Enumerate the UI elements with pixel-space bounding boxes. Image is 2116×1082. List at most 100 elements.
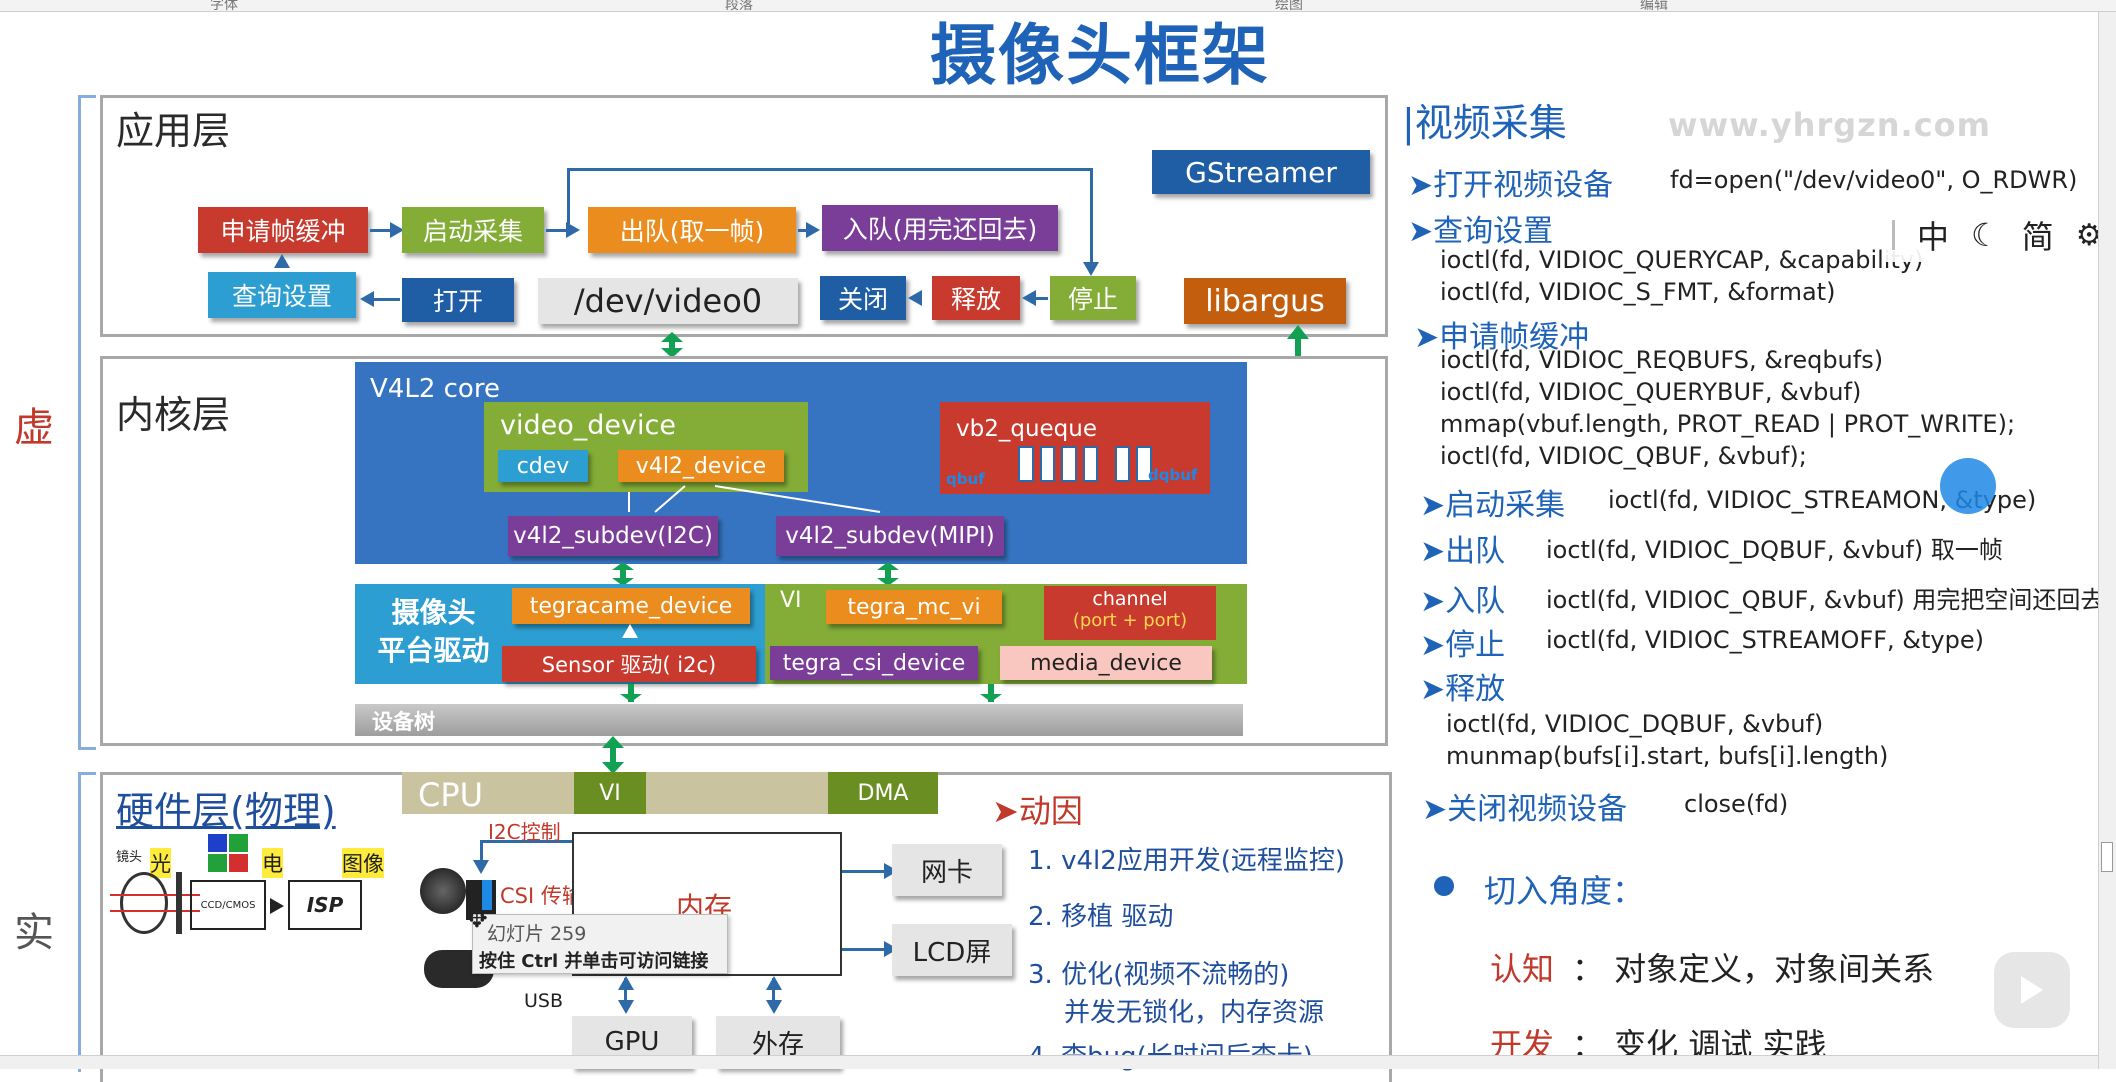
ccd-cmos-block: CCD/CMOS	[190, 880, 266, 930]
ribbon-group-font[interactable]: 字体	[210, 0, 238, 13]
tegracam-device-block: tegracame_device	[512, 588, 750, 624]
arrowhead	[602, 736, 624, 748]
libargus-block: libargus	[1184, 278, 1346, 324]
virtual-bracket	[78, 95, 96, 750]
step-req-code-2: ioctl(fd, VIDIOC_QUERYBUF, &vbuf)	[1440, 378, 1862, 406]
bayer-cell	[208, 854, 227, 872]
ribbon-group-paragraph[interactable]: 段落	[725, 0, 753, 13]
arrow-to-stop	[1083, 262, 1099, 276]
csi-bar	[482, 880, 492, 910]
bayer-cell	[229, 834, 248, 852]
req-buffer-block: 申请帧缓冲	[198, 207, 368, 253]
arrow-release-close	[908, 290, 922, 306]
reason-1: 1. v4l2应用开发(远程监控)	[1028, 846, 1346, 876]
subdev-i2c-block: v4l2_subdev(I2C)	[508, 516, 718, 556]
tooltip-hint: 按住 Ctrl 并单击可访问链接	[479, 951, 709, 972]
play-icon[interactable]	[1994, 952, 2070, 1028]
cognition-value: ： 对象定义，对象间关系	[1572, 950, 1935, 988]
watermark: www.yhrgzn.com	[1668, 106, 1991, 144]
light-ray	[110, 910, 200, 912]
link-i2c-v4l2dev	[654, 485, 686, 513]
scrollbar-thumb[interactable]	[2101, 842, 2113, 872]
start-capture-block: 启动采集	[402, 207, 544, 253]
tegra-csi-device-block: tegra_csi_device	[770, 646, 978, 680]
hw-vi-block: VI	[574, 772, 646, 814]
channel-block: channel (port + port)	[1044, 586, 1216, 640]
buffer-slot	[1136, 446, 1152, 482]
link-mipi-v4l2dev	[714, 485, 881, 513]
virtual-label: 虚	[14, 405, 54, 451]
hw-dma-block: DMA	[828, 772, 938, 814]
sensor-plate	[176, 872, 182, 934]
arrow-stop-release	[1022, 290, 1036, 306]
toolbar-chinese-button[interactable]: 中	[1917, 218, 1950, 256]
link-line	[842, 870, 888, 873]
lens-icon	[120, 872, 168, 934]
buffer-gap	[1104, 446, 1109, 482]
light-label: 光	[150, 848, 171, 878]
kernel-layer-label: 内核层	[116, 393, 231, 437]
buffer-slots	[1018, 446, 1152, 482]
media-device-block: media_device	[1000, 646, 1212, 680]
enqueue-block: 入队(用完还回去)	[822, 205, 1058, 251]
real-label: 实	[14, 910, 54, 956]
video-device-label: video_device	[500, 410, 676, 441]
buffer-slot	[1039, 446, 1056, 482]
step-close: ➤关闭视频设备	[1422, 792, 1628, 827]
step-close-code: close(fd)	[1684, 790, 1789, 818]
query-settings-block: 查询设置	[208, 272, 356, 318]
toolbar-simplified-button[interactable]: 简	[2021, 218, 2054, 256]
qbuf-label: qbuf	[946, 470, 985, 488]
connector	[546, 229, 570, 232]
loop-line-right	[1090, 168, 1093, 268]
link	[620, 566, 626, 586]
buffer-slot	[1114, 446, 1131, 482]
link	[988, 684, 994, 702]
arrowhead	[766, 1000, 782, 1014]
step-release-code-2: munmap(bufs[i].start, bufs[i].length)	[1446, 742, 1889, 770]
kernel-hw-link	[610, 740, 616, 770]
port-label: (port + port)	[1072, 610, 1188, 631]
gstreamer-block: GStreamer	[1152, 150, 1370, 194]
bayer-cell	[208, 834, 227, 852]
buffer-slot	[1061, 446, 1077, 482]
buffer-slot	[1018, 446, 1034, 482]
toolbar-grip[interactable]	[1892, 220, 1895, 250]
ribbon-group-edit[interactable]: 编辑	[1640, 0, 1668, 13]
arrowhead	[618, 1000, 634, 1014]
i2c-control-label: I2C控制	[488, 820, 561, 844]
step-open-code: fd=open("/dev/video0", O_RDWR)	[1670, 166, 2078, 194]
arrowhead	[661, 348, 683, 358]
slide-title: 摄像头框架	[930, 17, 1270, 94]
reason-3b: 并发无锁化，内存资源	[1064, 998, 1325, 1028]
arrow-req-start	[390, 222, 404, 238]
step-enqueue-code: ioctl(fd, VIDIOC_QBUF, &vbuf) 用完把空间还回去	[1546, 586, 2105, 614]
step-dequeue-code: ioctl(fd, VIDIOC_DQBUF, &vbuf) 取一帧	[1546, 536, 2003, 564]
loop-line-left	[567, 168, 570, 224]
link-line	[772, 978, 775, 1004]
reasons-title: ➤动因	[992, 792, 1083, 830]
arrowhead	[602, 762, 624, 774]
moon-icon[interactable]: ☾	[1971, 216, 2000, 254]
bullet-icon	[1434, 876, 1454, 896]
step-req-code-3: mmap(vbuf.length, PROT_READ | PROT_WRITE…	[1440, 410, 2016, 438]
bayer-cell	[229, 854, 248, 872]
release-block: 释放	[932, 276, 1020, 320]
vertical-scrollbar[interactable]	[2098, 12, 2116, 1069]
arrowhead	[620, 694, 642, 702]
horizontal-scrollbar[interactable]	[0, 1055, 2098, 1069]
arrowhead	[618, 976, 634, 990]
arrowhead	[766, 976, 782, 990]
dqbuf-label: dqbuf	[1148, 466, 1198, 484]
lens-label: 镜头	[116, 850, 143, 865]
camera-module-icon	[420, 868, 466, 914]
floating-ball-icon[interactable]	[1940, 458, 1996, 514]
reason-3: 3. 优化(视频不流畅的)	[1028, 960, 1290, 990]
ribbon-group-drawing[interactable]: 绘图	[1275, 0, 1303, 13]
hw-layer-label: 硬件层(物理)	[116, 789, 336, 833]
step-query: ➤查询设置	[1408, 214, 1554, 249]
cpu-label: CPU	[418, 776, 484, 814]
bayer-filter-icon	[208, 834, 248, 872]
platform-driver-label: 摄像头 平台驱动	[377, 596, 490, 667]
buffer-slot	[1082, 446, 1099, 482]
